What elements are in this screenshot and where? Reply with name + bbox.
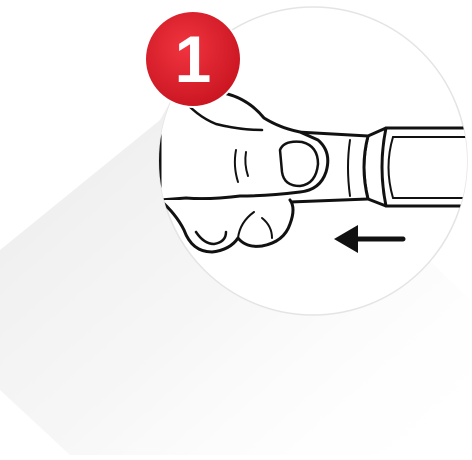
tube-body — [386, 128, 470, 206]
step-number: 1 — [145, 16, 241, 112]
